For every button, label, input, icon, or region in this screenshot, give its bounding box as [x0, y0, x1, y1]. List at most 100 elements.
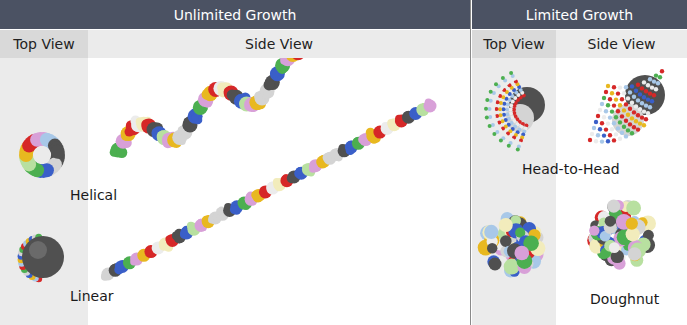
protein-subunit — [626, 128, 630, 132]
protein-subunit — [492, 132, 496, 136]
section-header: Limited Growth — [472, 0, 687, 29]
protein-subunit — [485, 116, 489, 120]
protein-subunit — [35, 148, 49, 162]
protein-subunit — [638, 92, 642, 96]
protein-subunit — [628, 122, 632, 126]
protein-subunit — [264, 79, 275, 90]
protein-subunit — [604, 90, 608, 94]
protein-subunit — [608, 115, 612, 119]
protein-subunit — [606, 84, 610, 88]
protein-subunit — [626, 218, 638, 230]
section-header: Unlimited Growth — [0, 0, 470, 29]
protein-subunit — [496, 100, 500, 104]
protein-subunit — [648, 77, 652, 81]
protein-subunit — [632, 95, 636, 99]
protein-subunit — [618, 103, 622, 107]
protein-subunit — [192, 114, 199, 121]
protein-subunit — [606, 121, 610, 125]
protein-subunit — [612, 103, 616, 107]
protein-subunit — [506, 104, 534, 132]
protein-subunit — [614, 115, 618, 119]
protein-subunit — [594, 139, 598, 143]
protein-subunit — [588, 138, 592, 142]
protein-subunit — [630, 84, 634, 88]
header-text: Unlimited Growth — [174, 7, 297, 23]
protein-subunit — [642, 80, 646, 84]
protein-subunit — [620, 97, 624, 101]
protein-subunit — [424, 100, 437, 113]
protein-subunit — [594, 120, 598, 124]
protein-subunit — [612, 121, 616, 125]
protein-subunit — [616, 126, 620, 130]
protein-subunit — [642, 95, 646, 99]
protein-subunit — [650, 85, 654, 89]
protein-subunit — [608, 97, 612, 101]
protein-subunit — [302, 164, 308, 170]
protein-subunit — [624, 102, 628, 106]
column-header: Top View — [472, 30, 556, 58]
protein-subunit — [499, 218, 513, 232]
protein-subunit — [610, 109, 614, 113]
header-text: Side View — [245, 36, 313, 52]
protein-subunit — [596, 133, 600, 137]
protein-subunit — [501, 76, 505, 80]
protein-subunit — [636, 113, 640, 117]
header-text: Top View — [483, 36, 544, 52]
protein-subunit — [598, 127, 602, 131]
protein-subunit — [509, 112, 513, 116]
protein-subunit — [628, 107, 632, 111]
protein-subunit — [632, 125, 636, 129]
protein-subunit — [624, 119, 628, 123]
header-text: Top View — [13, 36, 74, 52]
protein-subunit — [494, 82, 498, 86]
protein-subunit — [630, 131, 634, 135]
protein-subunit — [516, 147, 520, 151]
protein-subunit — [509, 107, 513, 111]
protein-subunit — [622, 108, 626, 112]
protein-subunit — [51, 145, 65, 159]
protein-subunit — [616, 109, 620, 113]
protein-subunit — [485, 98, 489, 102]
protein-subunit — [624, 85, 628, 89]
column-header: Side View — [88, 30, 470, 58]
assembly-label: Helical — [70, 187, 117, 203]
protein-subunit — [489, 99, 493, 103]
protein-subunit — [648, 91, 652, 95]
protein-subunit — [628, 90, 632, 94]
protein-subunit — [648, 105, 652, 109]
protein-subunit — [488, 107, 492, 111]
protein-subunit — [499, 139, 503, 143]
protein-subunit — [620, 131, 624, 135]
protein-subunit — [484, 107, 488, 111]
protein-subunit — [29, 241, 47, 259]
protein-subunit — [602, 96, 606, 100]
protein-subunit — [590, 132, 594, 136]
protein-subunit — [604, 127, 608, 131]
protein-subunit — [602, 133, 606, 137]
protein-subunit — [644, 103, 648, 107]
protein-subunit — [652, 79, 656, 83]
protein-subunit — [634, 104, 638, 108]
protein-subunit — [492, 100, 496, 104]
protein-subunit — [187, 222, 195, 230]
protein-subunit — [605, 216, 616, 227]
protein-subunit — [636, 127, 640, 131]
protein-subunit — [618, 137, 622, 141]
protein-subunit — [632, 110, 636, 114]
column-header: Side View — [556, 30, 687, 58]
protein-subunit — [499, 101, 503, 105]
protein-subunit — [309, 165, 317, 173]
protein-subunit — [488, 124, 492, 128]
protein-subunit — [101, 273, 109, 281]
protein-subunit — [658, 75, 662, 79]
protein-subunit — [638, 107, 642, 111]
protein-subunit — [625, 75, 665, 115]
protein-subunit — [612, 85, 616, 89]
protein-subunit — [499, 113, 503, 117]
protein-subunit — [388, 121, 394, 127]
protein-subunit — [502, 107, 506, 111]
protein-subunit — [115, 261, 125, 271]
protein-subunit — [610, 127, 614, 131]
assembly-label: Doughnut — [590, 291, 659, 307]
protein-subunit — [610, 91, 614, 95]
